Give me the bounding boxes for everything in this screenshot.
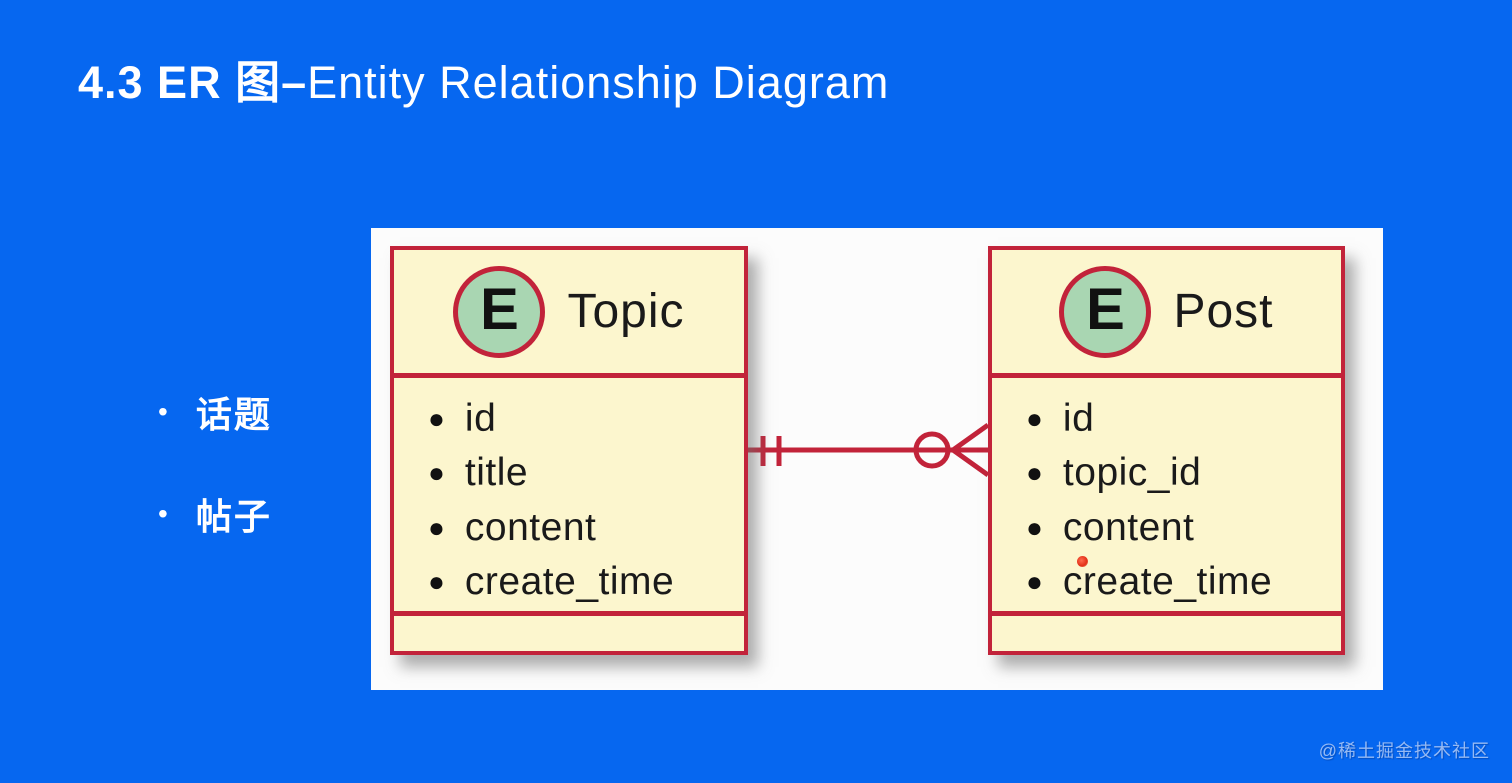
entity-post-attributes: ● id ● topic_id ● content ● create_time [992, 378, 1341, 616]
attribute-bullet-icon: ● [428, 511, 445, 543]
attribute-row: ● id [428, 393, 744, 445]
cardinality-zero-circle [913, 431, 951, 469]
bullet-icon: • [158, 396, 168, 427]
attribute-label: create_time [1062, 560, 1273, 604]
attribute-label: content [464, 505, 597, 549]
stereotype-letter: E [480, 276, 519, 342]
stereotype-letter: E [1086, 276, 1125, 342]
watermark: @稀土掘金技术社区 [1318, 741, 1490, 761]
er-diagram-panel: E Topic ● id ● title ● content ● [371, 228, 1383, 690]
entity-stereotype-icon: E [1059, 265, 1152, 358]
laser-pointer-dot [1077, 556, 1088, 567]
entity-post-header: E Post [992, 250, 1341, 378]
bullet-label: 话题 [195, 394, 272, 435]
attribute-bullet-icon: ● [428, 457, 445, 489]
attribute-row: ● topic_id [1026, 447, 1341, 499]
attribute-label: id [1062, 396, 1095, 440]
entity-footer [992, 616, 1341, 651]
attribute-bullet-icon: ● [428, 402, 445, 434]
bullet-list: • 话题 • 帖子 [158, 386, 272, 590]
title-zh-part: 4.3 ER 图– [78, 57, 308, 108]
entity-footer [394, 616, 744, 651]
attribute-row: ● id [1026, 393, 1341, 445]
entity-stereotype-icon: E [453, 265, 546, 358]
attribute-row: ● title [428, 447, 744, 499]
attribute-label: content [1062, 505, 1195, 549]
attribute-label: topic_id [1062, 451, 1202, 495]
attribute-row: ● create_time [428, 556, 744, 608]
bullet-icon: • [158, 498, 168, 529]
entity-name: Topic [567, 285, 685, 338]
attribute-label: title [464, 451, 529, 495]
attribute-row: ● create_time [1026, 556, 1341, 608]
title-en-part: Entity Relationship Diagram [307, 57, 890, 108]
list-item: • 话题 [158, 386, 272, 438]
attribute-bullet-icon: ● [1026, 457, 1043, 489]
attribute-label: create_time [464, 560, 675, 604]
entity-topic-attributes: ● id ● title ● content ● create_time [394, 378, 744, 616]
attribute-row: ● content [1026, 502, 1341, 554]
attribute-row: ● content [428, 502, 744, 554]
attribute-bullet-icon: ● [428, 566, 445, 598]
entity-topic-header: E Topic [394, 250, 744, 378]
attribute-bullet-icon: ● [1026, 511, 1043, 543]
attribute-bullet-icon: ● [1026, 566, 1043, 598]
page-title: 4.3 ER 图–Entity Relationship Diagram [78, 46, 889, 111]
entity-topic: E Topic ● id ● title ● content ● [390, 246, 748, 655]
entity-post: E Post ● id ● topic_id ● content ● [988, 246, 1345, 655]
list-item: • 帖子 [158, 488, 272, 540]
entity-name: Post [1173, 285, 1274, 338]
bullet-label: 帖子 [195, 496, 272, 537]
attribute-bullet-icon: ● [1026, 402, 1043, 434]
crow-foot-many-icon [948, 422, 990, 478]
attribute-label: id [464, 396, 497, 440]
